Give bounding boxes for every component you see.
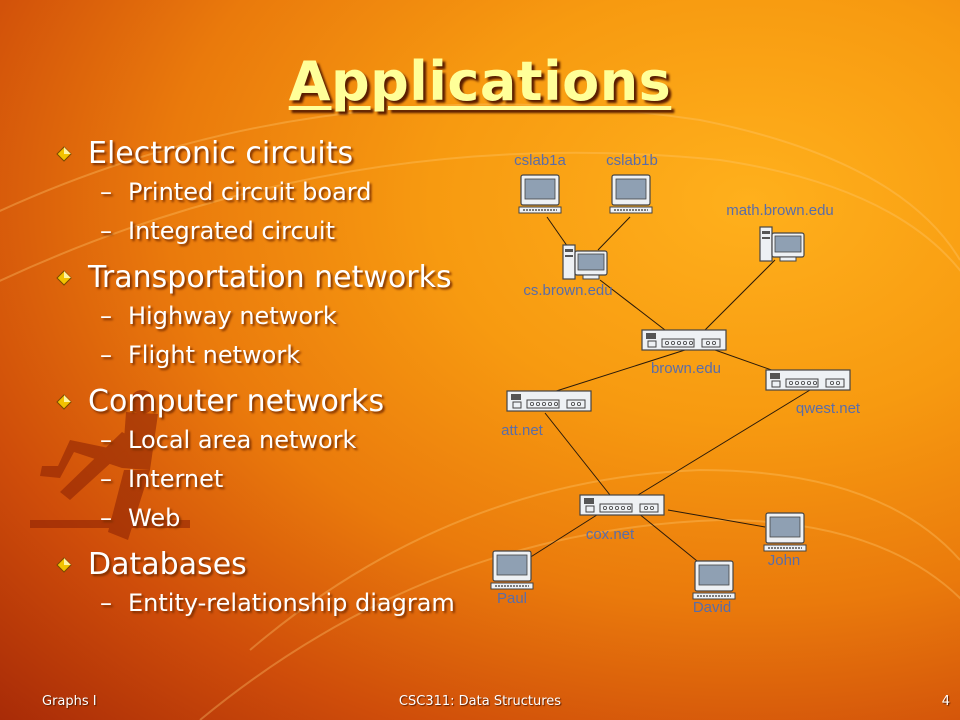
sub-bullet: –Web	[56, 502, 526, 541]
sub-bullet-label: Printed circuit board	[128, 178, 372, 206]
bullet-label: Transportation networks	[88, 260, 452, 295]
sub-bullet: –Entity-relationship diagram	[56, 587, 526, 626]
dash: –	[100, 341, 112, 369]
runner-silhouette	[30, 390, 190, 540]
node-att-net: att.net	[501, 390, 592, 439]
page-number: 4	[941, 694, 950, 709]
dash: –	[100, 217, 112, 245]
dash: –	[100, 302, 112, 330]
router-icon	[506, 390, 592, 412]
sub-bullet-label: Internet	[128, 465, 224, 493]
server-icon	[562, 244, 608, 280]
sub-bullet: –Flight network	[56, 339, 526, 378]
node-label: cslab1a	[514, 152, 566, 169]
sub-bullet-label: Flight network	[128, 341, 301, 369]
node-label: John	[768, 552, 801, 569]
node-label: brown.edu	[651, 360, 721, 377]
network-diagram: cslab1a cslab1b math.brown.edu cs.brown.…	[490, 152, 861, 615]
dash: –	[100, 178, 112, 206]
node-brown-edu: brown.edu	[641, 329, 727, 377]
bullet-electronic-circuits: Electronic circuits	[56, 136, 526, 176]
slide-title: Applications	[288, 50, 672, 113]
server-icon	[759, 226, 805, 262]
node-david: David	[692, 560, 736, 615]
bullet-label: Computer networks	[88, 384, 385, 419]
sub-bullet: –Integrated circuit	[56, 215, 526, 254]
computer-icon	[518, 174, 562, 214]
footer-center: CSC311: Data Structures	[398, 694, 562, 709]
computer-icon	[609, 174, 653, 214]
node-cox-net: cox.net	[579, 494, 665, 543]
diamond-bullet-icon	[56, 270, 72, 286]
router-icon	[579, 494, 665, 516]
node-paul: Paul	[490, 550, 534, 607]
dash: –	[100, 504, 112, 532]
node-label: cslab1b	[606, 152, 658, 169]
sub-bullet-label: Entity-relationship diagram	[128, 589, 455, 617]
footer-left: Graphs I	[42, 694, 97, 709]
computer-icon	[692, 560, 736, 600]
node-label: qwest.net	[796, 400, 861, 417]
sub-bullet: –Highway network	[56, 300, 526, 339]
node-john: John	[763, 512, 807, 569]
node-label: math.brown.edu	[726, 202, 834, 219]
dash: –	[100, 426, 112, 454]
sub-bullet-label: Integrated circuit	[128, 217, 335, 245]
sub-bullet-label: Highway network	[128, 302, 337, 330]
sub-bullet: –Internet	[56, 463, 526, 502]
computer-icon	[490, 550, 534, 590]
sub-bullet-label: Web	[128, 504, 181, 532]
router-icon	[641, 329, 727, 351]
router-icon	[765, 369, 851, 391]
sub-bullet: –Local area network	[56, 424, 526, 463]
diamond-bullet-icon	[56, 557, 72, 573]
node-label: cs.brown.edu	[523, 282, 612, 299]
node-math-brown-edu: math.brown.edu	[726, 202, 834, 262]
computer-icon	[763, 512, 807, 552]
dash: –	[100, 589, 112, 617]
bullet-databases: Databases	[56, 547, 526, 587]
bullet-label: Databases	[88, 547, 247, 582]
node-cs-brown-edu: cs.brown.edu	[523, 244, 613, 299]
node-cslab1a: cslab1a	[514, 152, 567, 214]
node-label: Paul	[497, 590, 527, 607]
bullet-label: Electronic circuits	[88, 136, 354, 171]
diamond-bullet-icon	[56, 394, 72, 410]
node-label: att.net	[501, 422, 544, 439]
diamond-bullet-icon	[56, 146, 72, 162]
bullet-transportation-networks: Transportation networks	[56, 260, 526, 300]
sub-bullet-label: Local area network	[128, 426, 357, 454]
node-label: David	[693, 599, 731, 615]
node-cslab1b: cslab1b	[606, 152, 658, 214]
dash: –	[100, 465, 112, 493]
bullet-computer-networks: Computer networks	[56, 384, 526, 424]
node-qwest-net: qwest.net	[765, 369, 861, 417]
sub-bullet: –Printed circuit board	[56, 176, 526, 215]
bullet-list: Electronic circuits –Printed circuit boa…	[56, 136, 526, 626]
node-label: cox.net	[586, 526, 635, 543]
